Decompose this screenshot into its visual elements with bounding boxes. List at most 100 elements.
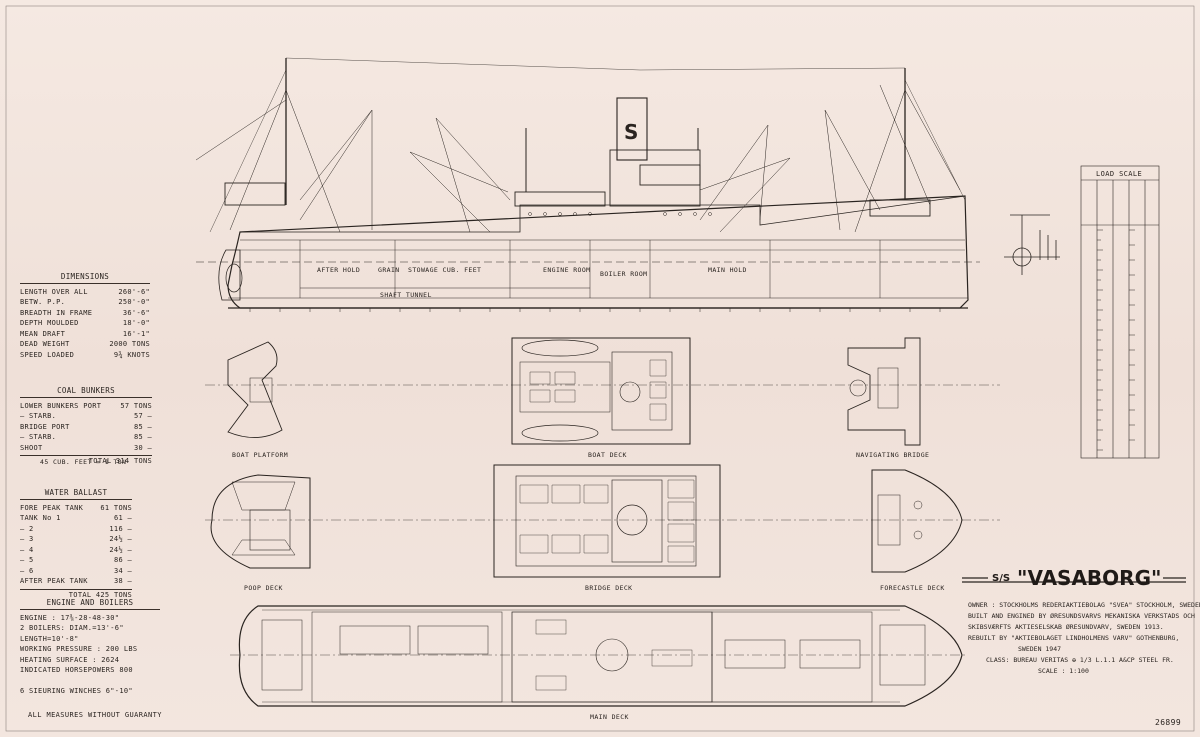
engine-lines: ENGINE : 17⅜-28-48-30" 2 BOILERS: DIAM.=1… <box>20 613 160 697</box>
coal-row-value: 30 — <box>133 443 152 452</box>
coal-row-label: — STARB. <box>20 433 57 441</box>
ship-rebuilt-1: REBUILT BY "AKTIEBOLAGET LINDHOLMENS VAR… <box>968 634 1180 642</box>
dimensions-row-label: BETW. P.P. <box>20 298 66 306</box>
boat-platform-plan <box>205 341 1000 438</box>
poop-deck-plan <box>205 474 1000 569</box>
ballast-row-label: FORE PEAK TANK <box>20 503 84 512</box>
dimensions-row-value: 16'-1" <box>122 329 150 338</box>
ballast-row-value: 86 — <box>113 556 132 564</box>
navigating-bridge-plan <box>847 337 921 446</box>
engine-line: HEATING SURFACE : 2624 <box>20 655 120 664</box>
load-scale-title: LOAD SCALE <box>1096 170 1143 178</box>
coal-row-value: 57 — <box>133 412 152 420</box>
ballast-row-value: 61 — <box>113 514 132 522</box>
draft-mark <box>1004 214 1060 275</box>
caption-bridge-deck: BRIDGE DECK <box>585 584 633 592</box>
coal-row-label: BRIDGE PORT <box>20 422 70 431</box>
label-boiler-room: BOILER ROOM <box>600 270 648 278</box>
caption-forecastle-deck: FORECASTLE DECK <box>880 584 945 592</box>
ballast-row-value: 24½ — <box>109 545 132 554</box>
caption-boat-platform: BOAT PLATFORM <box>232 451 289 459</box>
engine-title: ENGINE AND BOILERS <box>20 598 160 610</box>
dimensions-row-label: SPEED LOADED <box>20 350 75 359</box>
dimensions-row: BETW. P.P. 250'-0" <box>20 297 150 308</box>
dimensions-title: DIMENSIONS <box>20 272 150 284</box>
label-shaft-tunnel: SHAFT TUNNEL <box>380 291 432 299</box>
ballast-row-label: — 6 <box>20 566 34 575</box>
engine-line: 2 BOILERS: DIAM.=13'-6" LENGTH=10'-8" <box>20 624 124 643</box>
coal-rows: LOWER BUNKERS PORT 57 TONS — STARB. 57 — BRI… <box>20 401 152 454</box>
ship-title: S/S "VASABORG" <box>992 566 1162 590</box>
ballast-row-label: — 2 <box>20 524 34 533</box>
boat-deck-plan <box>511 337 691 445</box>
dimensions-row-value: 250'-0" <box>118 298 150 306</box>
caption-main-deck: MAIN DECK <box>590 713 629 721</box>
ballast-row: — 5 86 — <box>20 555 132 566</box>
ballast-row: — 2 116 — <box>20 524 132 535</box>
svg-text:S: S <box>624 120 638 144</box>
engine-line <box>20 676 160 686</box>
ship-prefix: S/S <box>992 573 1011 584</box>
ballast-row-value: 24½ — <box>109 535 132 543</box>
caption-boat-deck: BOAT DECK <box>588 451 627 459</box>
dimensions-row-label: MEAN DRAFT <box>20 329 66 338</box>
coal-row: LOWER BUNKERS PORT 57 TONS <box>20 401 152 412</box>
forecastle-deck-plan <box>871 469 963 573</box>
ship-details: OWNER : STOCKHOLMS REDERIAKTIEBOLAG "SVE… <box>968 600 1200 677</box>
engine-line: ENGINE : 17⅜-28-48-30" <box>20 613 120 622</box>
caption-poop-deck: POOP DECK <box>244 584 283 592</box>
coal-row-label: LOWER BUNKERS PORT <box>20 401 102 410</box>
dimensions-row-label: LENGTH OVER ALL <box>20 287 88 296</box>
ballast-row-label: AFTER PEAK TANK <box>20 577 88 585</box>
dimensions-row: MEAN DRAFT 16'-1" <box>20 329 150 340</box>
engine-line: 6 SIEURING WINCHES 6"-10" <box>20 686 133 695</box>
engine-boilers-table: ENGINE AND BOILERS ENGINE : 17⅜-28-48-30… <box>20 598 160 696</box>
ballast-row-value: 116 — <box>109 524 132 533</box>
ship-rebuilt-2: SWEDEN 1947 <box>1018 645 1062 653</box>
main-deck-plan <box>230 605 965 707</box>
engine-line: INDICATED HORSEPOWERS 800 <box>20 666 133 674</box>
coal-title: COAL BUNKERS <box>20 386 152 398</box>
ship-owner: OWNER : STOCKHOLMS REDERIAKTIEBOLAG "SVE… <box>968 601 1200 609</box>
ship-built-1: BUILT AND ENGINED BY ØRESUNDSVARVS MEKAN… <box>968 612 1195 620</box>
ship-scale: SCALE : 1:100 <box>1038 667 1089 675</box>
engine-line: WORKING PRESSURE : 200 LBS <box>20 645 138 653</box>
ballast-row-value: 61 TONS <box>100 503 132 512</box>
dimensions-row: BREADTH IN FRAME 36'-6" <box>20 308 150 319</box>
label-engine-room: ENGINE ROOM <box>543 266 591 274</box>
water-ballast-table: WATER BALLAST FORE PEAK TANK 61 TONS TANK … <box>20 488 132 600</box>
ballast-row-label: — 5 <box>20 556 34 564</box>
coal-row: — STARB. 85 — <box>20 432 152 443</box>
drawing-number: 26899 <box>1155 718 1182 727</box>
dimensions-row: SPEED LOADED 9¾ KNOTS <box>20 350 150 361</box>
dimensions-row-value: 36'-6" <box>122 308 150 317</box>
ship-built-2: SKIBSVÆRFTS AKTIESELSKAB ØRESUNDVARV, SW… <box>968 623 1164 631</box>
coal-note: 45 CUB. FEET = 1 TON <box>40 458 127 466</box>
dimensions-row-value: 2000 TONS <box>109 340 150 348</box>
dimensions-row-label: BREADTH IN FRAME <box>20 308 93 317</box>
coal-row: — STARB. 57 — <box>20 411 152 422</box>
coal-total: TOTAL 314 TONS <box>20 455 152 467</box>
ballast-row: FORE PEAK TANK 61 TONS <box>20 503 132 514</box>
coal-row-value: 85 — <box>133 433 152 441</box>
ballast-row-label: TANK No 1 <box>20 514 61 522</box>
dimensions-row-label: DEPTH MOULDED <box>20 319 79 327</box>
coal-row-label: — STARB. <box>20 412 57 420</box>
coal-row-value: 57 TONS <box>120 401 152 410</box>
ballast-row-label: — 3 <box>20 535 34 543</box>
caption-navigating-bridge: NAVIGATING BRIDGE <box>856 451 930 459</box>
ship-name: "VASABORG" <box>1017 566 1162 590</box>
dimensions-row-value: 9¾ KNOTS <box>113 350 150 359</box>
footer-guaranty: ALL MEASURES WITHOUT GUARANTY <box>28 711 162 719</box>
bridge-deck-plan <box>493 464 721 578</box>
ballast-title: WATER BALLAST <box>20 488 132 500</box>
